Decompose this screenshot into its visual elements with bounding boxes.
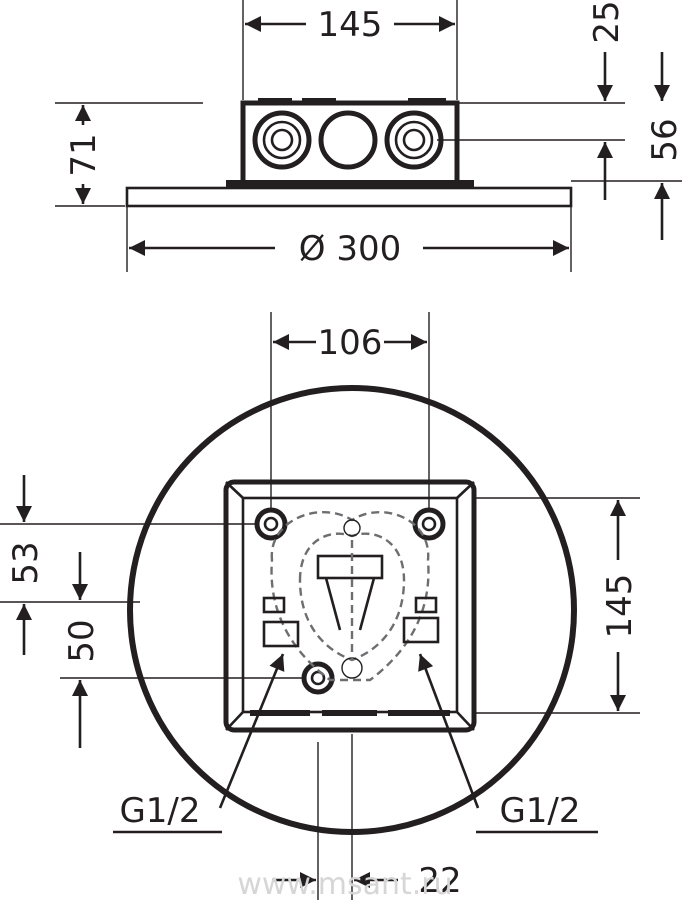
connection-label-right: G1/2 [499, 791, 580, 831]
dim-box-height: 145 [600, 574, 640, 639]
dim-outlet-offset: 22 [418, 861, 461, 900]
watermark: www.msant.ru [237, 867, 452, 900]
box-nub [302, 98, 336, 104]
box-tab [322, 710, 377, 716]
outlet-left [252, 110, 312, 170]
connection-label-left: G1/2 [119, 791, 200, 831]
dim-outlet-spacing: 56 [645, 118, 685, 161]
dim-plate-diameter: Ø 300 [299, 229, 401, 269]
dim-mount-hole-spacing: 106 [318, 323, 383, 363]
box-nub [258, 98, 292, 104]
mount-hole-right [412, 507, 446, 541]
dim-box-width-top: 145 [318, 5, 383, 45]
hidden-valve-body [262, 510, 440, 682]
dim-hole-to-edge: 53 [6, 541, 46, 584]
dim-hole-to-bottom: 50 [62, 619, 102, 662]
install-box-front [223, 479, 477, 733]
dim-top-offset: 25 [587, 0, 627, 43]
side-view: 145 71 25 56 Ø 300 [55, 0, 685, 272]
outlet-right [384, 110, 444, 170]
front-view: 106 53 50 145 G1/2 G1/2 22 [0, 312, 640, 900]
box-tab [388, 710, 450, 716]
box-nub [408, 98, 446, 104]
mount-hole-left [254, 507, 288, 541]
rain-plate [125, 186, 573, 208]
outlet-center [318, 110, 378, 170]
install-box-side [240, 100, 460, 186]
box-tab [250, 710, 310, 716]
dim-total-height: 71 [64, 133, 104, 176]
